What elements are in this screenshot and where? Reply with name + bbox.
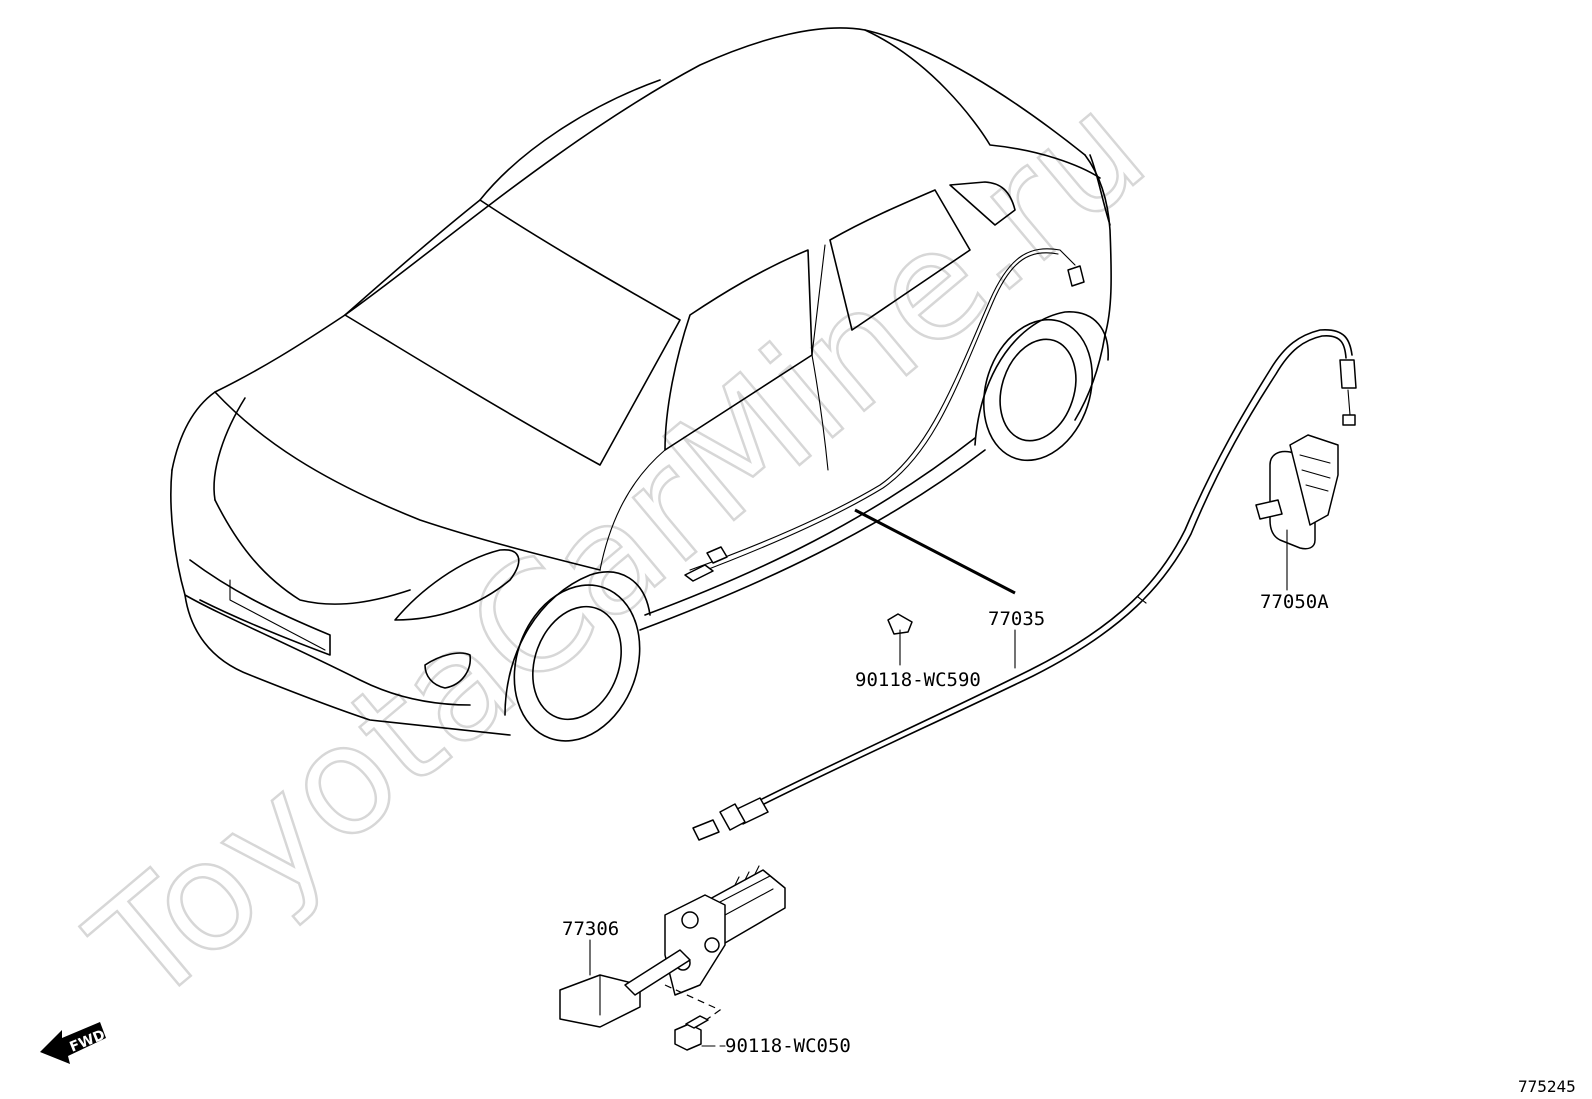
fwd-arrow-icon: FWD [40, 1022, 107, 1064]
hood-opener-lever [1255, 434, 1339, 550]
callout-90118-WC050: 90118-WC050 [725, 1035, 851, 1057]
bolt-part [674, 1015, 716, 1051]
leader-lines [589, 508, 1288, 1047]
hood-lock-assembly [559, 865, 786, 1036]
callout-77050A: 77050A [1260, 591, 1329, 613]
clip-part [887, 613, 913, 666]
callout-90118-WC590: 90118-WC590 [855, 669, 981, 691]
callout-77306: 77306 [562, 918, 619, 940]
watermark: ToyotaCarMine.ru [61, 62, 1177, 1038]
callout-77035: 77035 [988, 608, 1045, 630]
vehicle-outline [170, 27, 1112, 742]
hood-release-cable [692, 329, 1357, 841]
diagram-id: 775245 [1518, 1077, 1576, 1096]
